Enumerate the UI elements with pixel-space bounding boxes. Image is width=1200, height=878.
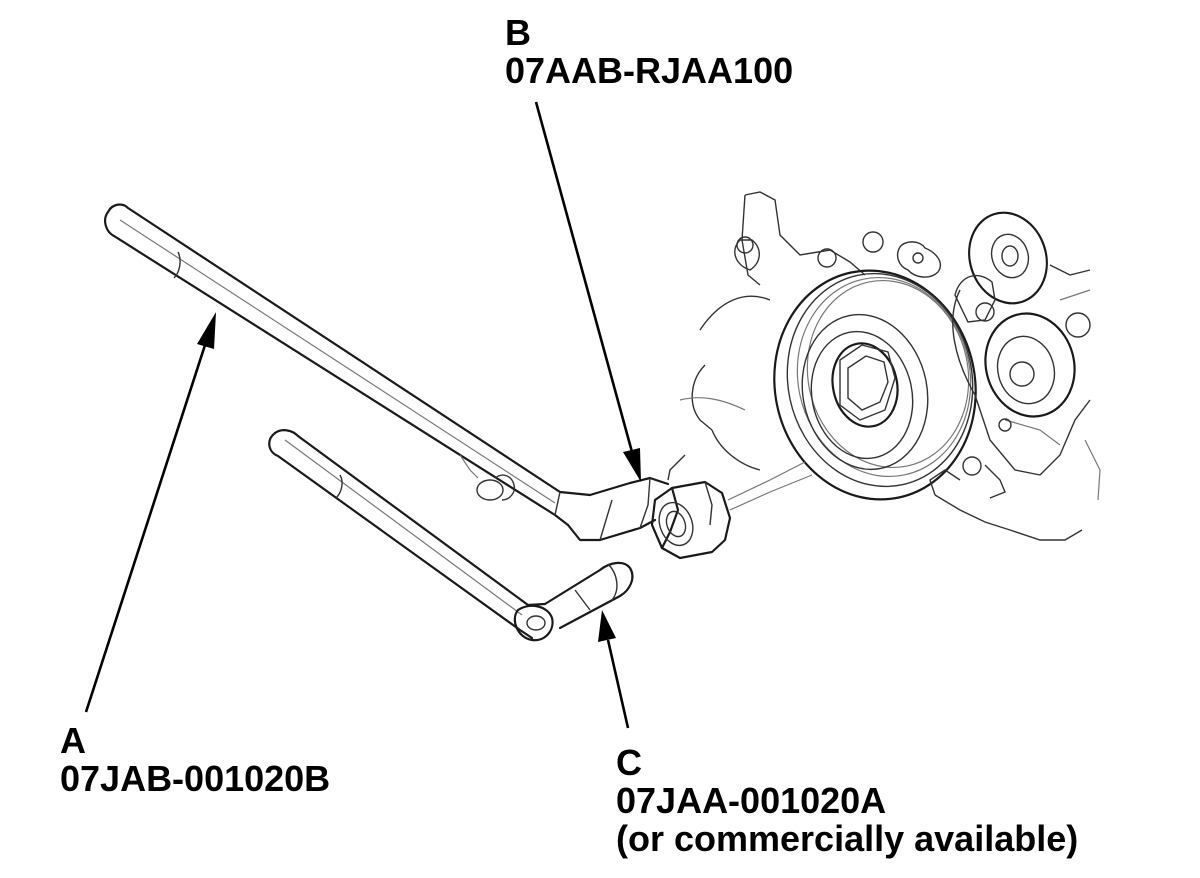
callout-a-letter: A (60, 720, 86, 761)
leader-arrow-a (84, 312, 216, 713)
callout-a: A 07JAB-001020B (60, 722, 330, 798)
leader-arrow-b (534, 101, 641, 482)
tool-c-handle (268, 429, 634, 642)
callout-b-part-number: 07AAB-RJAA100 (505, 50, 794, 91)
callout-c-note: (or commercially available) (616, 818, 1079, 859)
callout-b-letter: B (505, 12, 531, 53)
tool-a-handle (104, 203, 670, 542)
tensioner-pulley (984, 312, 1091, 418)
engine-assembly (667, 191, 1101, 541)
leader-arrow-c (598, 610, 630, 729)
tool-b-socket (650, 461, 813, 560)
callout-c-letter: C (616, 742, 642, 783)
callout-a-part-number: 07JAB-001020B (60, 758, 331, 799)
idler-pulley (968, 211, 1048, 305)
callout-b: B 07AAB-RJAA100 (505, 14, 793, 90)
crankshaft-pulley (773, 269, 977, 501)
callout-c: C 07JAA-001020A (or commercially availab… (616, 744, 1078, 858)
callout-c-part-number: 07JAA-001020A (616, 780, 887, 821)
